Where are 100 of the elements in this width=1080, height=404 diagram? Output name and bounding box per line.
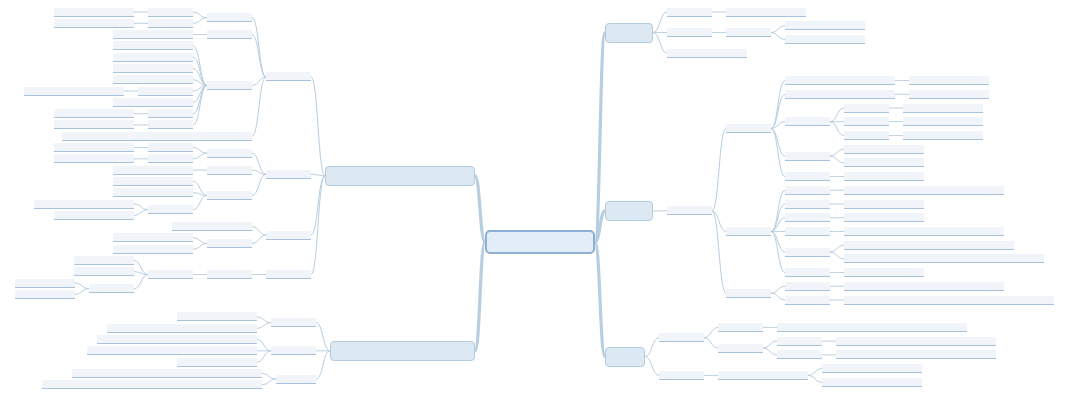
connector-line xyxy=(133,124,149,126)
connector-line xyxy=(829,230,845,232)
connector-line xyxy=(251,226,267,236)
connector-line xyxy=(770,230,786,274)
topic-bar xyxy=(785,117,830,127)
topic-bar xyxy=(113,41,193,51)
topic-bar xyxy=(34,199,134,209)
topic-bar xyxy=(785,226,830,236)
connector-line xyxy=(770,189,786,232)
topic-box xyxy=(605,200,653,221)
topic-bar xyxy=(54,143,134,152)
connector-line xyxy=(192,34,208,36)
connector-line xyxy=(256,316,272,324)
connector-line xyxy=(821,340,837,342)
topic-bar xyxy=(148,18,193,28)
topic-bar xyxy=(726,226,771,236)
topic-bar xyxy=(659,370,704,380)
topic-bar xyxy=(148,143,193,152)
connector-line xyxy=(473,241,487,352)
connector-line xyxy=(644,337,660,358)
connector-line xyxy=(310,175,326,276)
topic-bar xyxy=(667,7,712,17)
connector-line xyxy=(807,368,823,376)
topic-bar xyxy=(113,165,193,175)
connector-line xyxy=(133,147,149,149)
topic-bar xyxy=(42,380,262,390)
topic-bar xyxy=(844,240,1014,250)
connector-line xyxy=(74,282,90,290)
topic-bar xyxy=(113,188,193,198)
connector-line xyxy=(192,147,208,154)
connector-line xyxy=(703,374,719,376)
connector-line xyxy=(888,107,904,109)
connector-line xyxy=(251,169,267,175)
connector-line xyxy=(315,350,331,380)
connector-line xyxy=(888,134,904,136)
connector-line xyxy=(829,285,845,287)
connector-line xyxy=(770,292,786,301)
topic-bar xyxy=(271,318,316,328)
topic-bar xyxy=(726,28,771,38)
topic-bar xyxy=(54,7,134,17)
connector-line xyxy=(192,237,208,245)
connector-line xyxy=(711,128,727,212)
topic-bar xyxy=(107,323,257,333)
topic-bar xyxy=(266,230,311,240)
connector-line xyxy=(133,259,149,276)
connector-line xyxy=(261,378,277,386)
connector-line xyxy=(192,56,208,86)
topic-bar xyxy=(844,268,924,278)
topic-bar xyxy=(844,185,1004,195)
connector-line xyxy=(310,173,326,177)
connector-line xyxy=(829,176,845,178)
connector-line xyxy=(829,203,845,205)
topic-bar xyxy=(113,63,193,73)
topic-bar xyxy=(836,336,996,346)
connector-line xyxy=(473,174,487,243)
topic-bar xyxy=(148,270,193,280)
topic-bar xyxy=(785,185,830,195)
connector-line xyxy=(829,251,845,260)
topic-bar xyxy=(785,172,830,182)
topic-bar xyxy=(726,288,771,298)
connector-line xyxy=(133,11,149,13)
connector-line xyxy=(133,22,149,24)
connector-line xyxy=(251,17,267,78)
connector-line xyxy=(807,374,823,383)
connector-line xyxy=(192,169,208,171)
topic-bar xyxy=(207,191,252,200)
topic-bar xyxy=(909,89,989,99)
topic-bar xyxy=(113,75,193,85)
connector-line xyxy=(251,173,267,197)
topic-bar xyxy=(113,30,193,40)
topic-bar xyxy=(844,295,1054,305)
topic-bar xyxy=(785,76,895,86)
topic-bar xyxy=(726,124,771,134)
topic-box xyxy=(605,22,653,43)
topic-bar xyxy=(97,335,257,344)
topic-bar xyxy=(726,7,806,17)
topic-bar xyxy=(74,267,134,277)
topic-bar xyxy=(785,151,830,161)
connector-line xyxy=(829,155,845,164)
connector-line xyxy=(770,25,786,34)
topic-bar xyxy=(148,120,193,130)
connector-line xyxy=(192,180,208,197)
connector-line xyxy=(703,337,719,349)
topic-bar xyxy=(207,80,252,90)
topic-bar xyxy=(667,28,712,38)
topic-bar xyxy=(785,34,865,44)
connector-line xyxy=(770,285,786,294)
connector-line xyxy=(829,121,845,136)
topic-bar xyxy=(266,169,311,179)
topic-bar xyxy=(909,76,989,86)
connector-line xyxy=(133,274,149,290)
connector-line xyxy=(711,210,727,232)
topic-bar xyxy=(177,357,257,367)
connector-line xyxy=(894,80,910,82)
topic-bar xyxy=(148,7,193,17)
central-topic-box xyxy=(485,230,595,254)
topic-bar xyxy=(785,268,830,278)
topic-bar xyxy=(844,199,924,209)
topic-box xyxy=(605,346,645,367)
connector-line xyxy=(829,148,845,157)
